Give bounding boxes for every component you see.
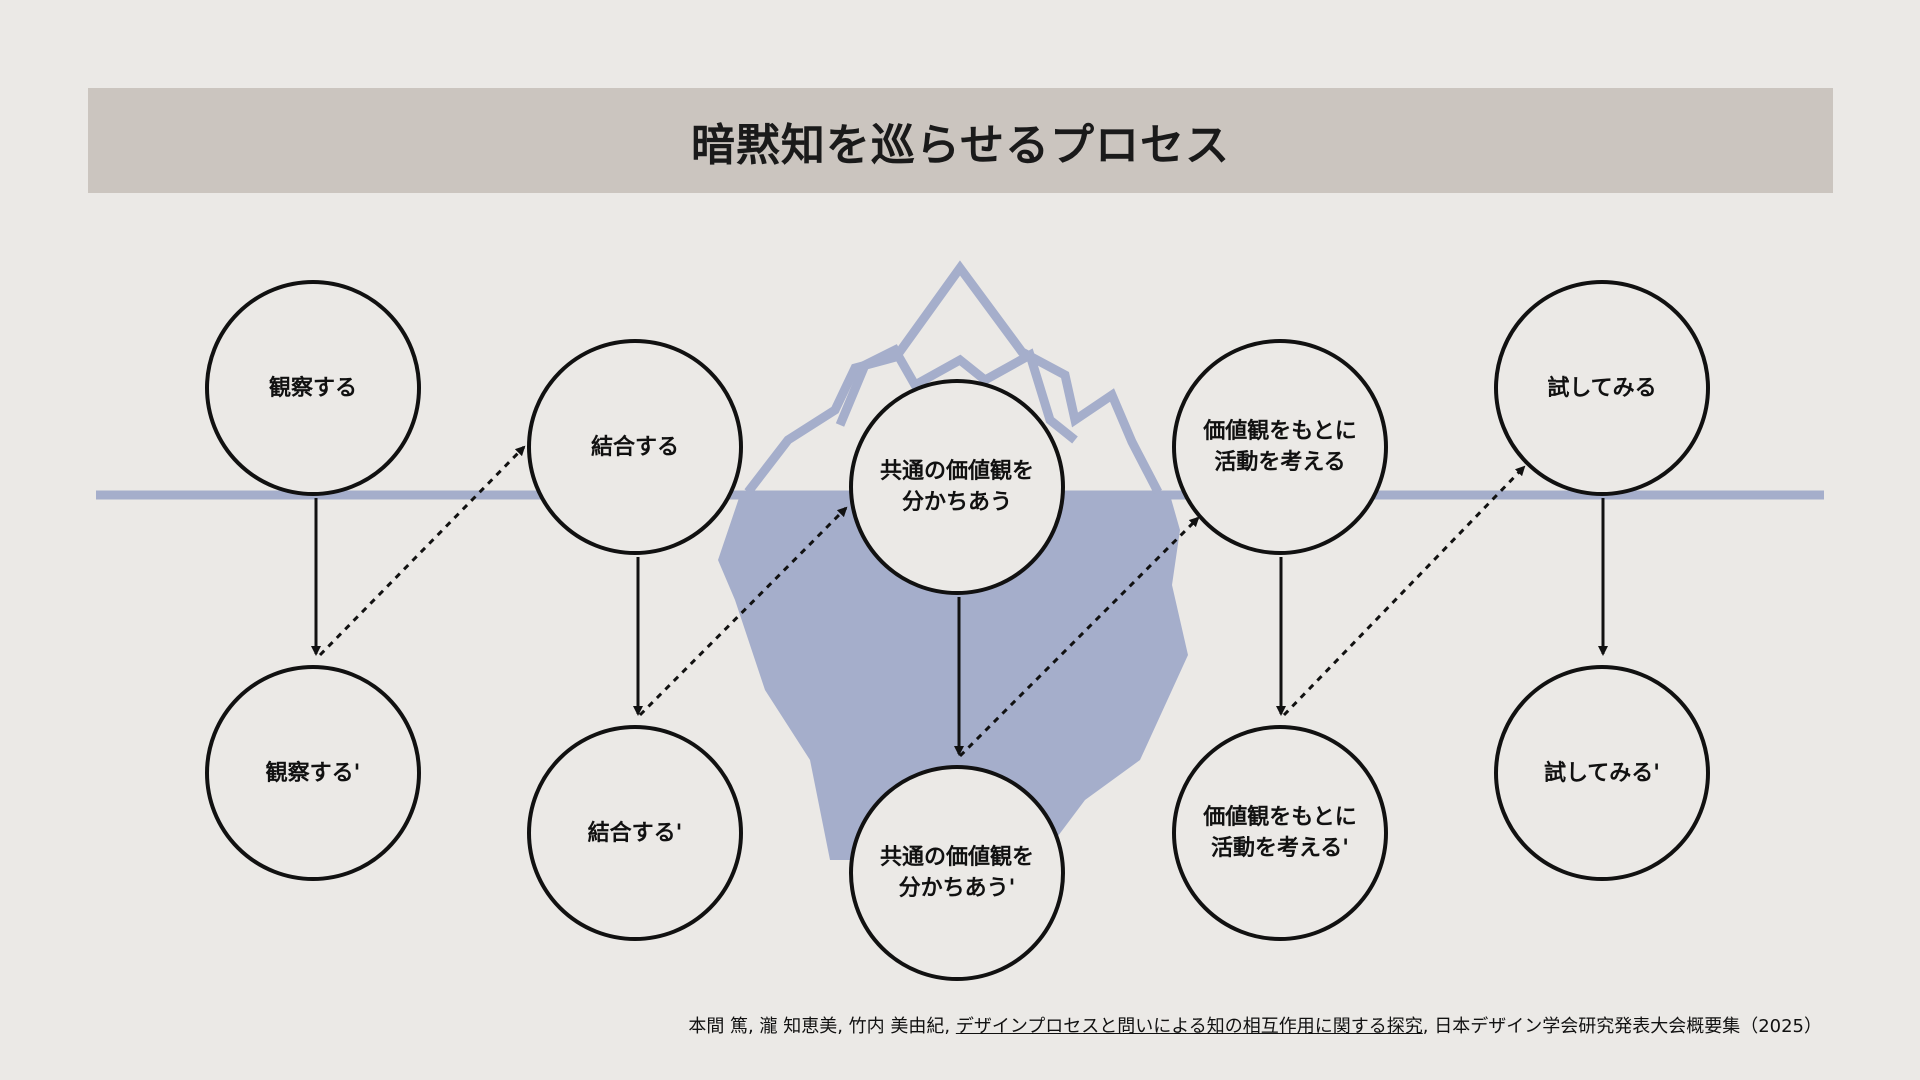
node-try-label: 試してみる — [1533, 373, 1670, 404]
node-act-on-values-prime-label: 価値観をもとに 活動を考える' — [1189, 802, 1371, 864]
node-combine-prime-label: 結合する' — [574, 818, 697, 849]
node-act-on-values-label: 価値観をもとに 活動を考える — [1189, 416, 1371, 478]
node-observe-label: 観察する — [255, 373, 371, 404]
node-try: 試してみる — [1494, 280, 1710, 496]
node-act-on-values: 価値観をもとに 活動を考える — [1172, 339, 1388, 555]
node-try-prime-label: 試してみる' — [1530, 758, 1674, 789]
node-combine-label: 結合する — [577, 432, 693, 463]
node-try-prime: 試してみる' — [1494, 665, 1710, 881]
node-observe-prime-label: 観察する' — [252, 758, 375, 789]
node-combine: 結合する — [527, 339, 743, 555]
node-share-values-label: 共通の価値観を 分かちあう — [866, 456, 1048, 518]
node-observe: 観察する — [205, 280, 421, 496]
node-act-on-values-prime: 価値観をもとに 活動を考える' — [1172, 725, 1388, 941]
node-share-values-prime: 共通の価値観を 分かちあう' — [849, 765, 1065, 981]
node-share-values: 共通の価値観を 分かちあう — [849, 379, 1065, 595]
node-observe-prime: 観察する' — [205, 665, 421, 881]
citation-venue: , 日本デザイン学会研究発表大会概要集（2025） — [1423, 1016, 1822, 1037]
citation-authors: 本間 篤, 瀧 知恵美, 竹内 美由紀, — [688, 1016, 956, 1037]
citation: 本間 篤, 瀧 知恵美, 竹内 美由紀, デザインプロセスと問いによる知の相互作… — [688, 1012, 1822, 1038]
node-combine-prime: 結合する' — [527, 725, 743, 941]
citation-paper-title[interactable]: デザインプロセスと問いによる知の相互作用に関する探究 — [956, 1016, 1423, 1037]
node-share-values-prime-label: 共通の価値観を 分かちあう' — [866, 842, 1048, 904]
